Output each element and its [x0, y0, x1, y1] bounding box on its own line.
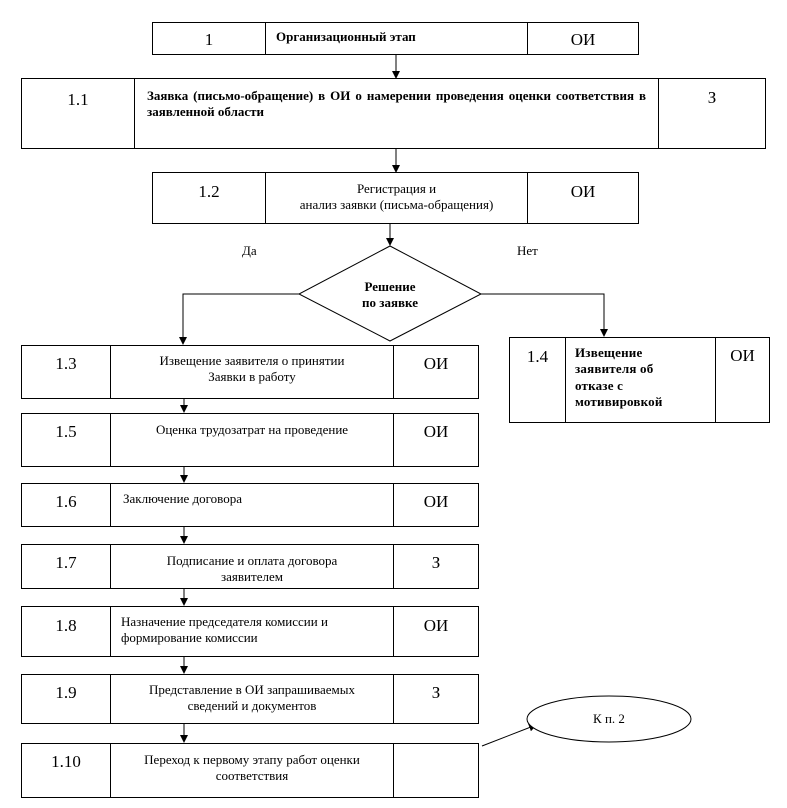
- step-1-1-box: 1.1 Заявка (письмо-обращение) в ОИ о нам…: [21, 78, 766, 149]
- step-1-10-num: 1.10: [51, 752, 81, 771]
- step-1-7-exec: З: [431, 553, 441, 572]
- step-1-9-exec: З: [431, 683, 441, 702]
- step-1-9-text-cell: Представление в ОИ запрашиваемых сведени…: [110, 675, 393, 723]
- step-1-5-exec-cell: ОИ: [393, 414, 478, 466]
- step-1-6-exec: ОИ: [423, 492, 449, 511]
- step-1-10-exec-cell: [393, 744, 478, 797]
- step-1-4-exec: ОИ: [730, 346, 755, 365]
- step-1-2-exec-cell: ОИ: [527, 173, 638, 223]
- step-1-8-num: 1.8: [55, 616, 77, 635]
- step-1-5-text: Оценка трудозатрат на проведение: [155, 422, 349, 437]
- step-1-1-exec-cell: З: [658, 79, 765, 148]
- step-1-7-text: Подписание и оплата договора заявителем: [166, 553, 338, 585]
- step-1-5-num-cell: 1.5: [22, 414, 110, 466]
- step-1-exec-cell: ОИ: [527, 23, 638, 54]
- step-1-10-text-cell: Переход к первому этапу работ оценки соо…: [110, 744, 393, 797]
- step-1-5-num: 1.5: [55, 422, 77, 441]
- step-1-9-exec-cell: З: [393, 675, 478, 723]
- step-1-num-cell: 1: [153, 23, 265, 54]
- step-1-3-text: Извещение заявителя о принятии Заявки в …: [159, 353, 345, 385]
- arrow-1-10-to-connector: [481, 723, 537, 747]
- step-1-6-exec-cell: ОИ: [393, 484, 478, 526]
- step-1-10-num-cell: 1.10: [22, 744, 110, 797]
- step-1-9-box: 1.9 Представление в ОИ запрашиваемых све…: [21, 674, 479, 724]
- step-1-3-exec-cell: ОИ: [393, 346, 478, 398]
- step-1-6-text-cell: Заключение договора: [110, 484, 393, 526]
- step-1-6-num-cell: 1.6: [22, 484, 110, 526]
- decision-text: Решение по заявке: [362, 279, 418, 311]
- step-1-1-num-cell: 1.1: [22, 79, 134, 148]
- step-1-6-num: 1.6: [55, 492, 77, 511]
- step-1-2-text-cell: Регистрация и анализ заявки (письма-обра…: [265, 173, 527, 223]
- decision-yes-label: Да: [242, 243, 257, 258]
- step-1-1-text-cell: Заявка (письмо-обращение) в ОИ о намерен…: [134, 79, 658, 148]
- step-1-4-num-cell: 1.4: [510, 338, 565, 422]
- step-1-box: 1 Организационный этап ОИ: [152, 22, 639, 55]
- step-1-7-num-cell: 1.7: [22, 545, 110, 588]
- step-1-5-box: 1.5 Оценка трудозатрат на проведение ОИ: [21, 413, 479, 467]
- step-1-9-num-cell: 1.9: [22, 675, 110, 723]
- arrow-decision-yes: [179, 293, 299, 345]
- step-1-9-num: 1.9: [55, 683, 77, 702]
- step-1-5-text-cell: Оценка трудозатрат на проведение: [110, 414, 393, 466]
- step-1-2-num: 1.2: [198, 182, 220, 201]
- step-1-4-exec-cell: ОИ: [715, 338, 769, 422]
- decision-no-label: Нет: [517, 243, 538, 258]
- connector-text: К п. 2: [593, 711, 625, 726]
- step-1-3-exec: ОИ: [423, 354, 449, 373]
- step-1-5-exec: ОИ: [423, 422, 449, 441]
- step-1-8-box: 1.8 Назначение председателя комиссии и ф…: [21, 606, 479, 657]
- step-1-3-num-cell: 1.3: [22, 346, 110, 398]
- step-1-9-text: Представление в ОИ запрашиваемых сведени…: [149, 682, 355, 714]
- step-1-6-text: Заключение договора: [123, 491, 242, 506]
- step-1-4-box: 1.4 Извещение заявителя об отказе с моти…: [509, 337, 770, 423]
- step-1-3-box: 1.3 Извещение заявителя о принятии Заявк…: [21, 345, 479, 399]
- step-1-exec: ОИ: [570, 30, 596, 49]
- step-1-8-exec: ОИ: [423, 616, 449, 635]
- step-1-7-exec-cell: З: [393, 545, 478, 588]
- step-1-1-exec: З: [707, 88, 717, 107]
- arrow-decision-no: [481, 293, 608, 337]
- step-1-2-text: Регистрация и анализ заявки (письма-обра…: [299, 181, 494, 213]
- step-1-1-text: Заявка (письмо-обращение) в ОИ о намерен…: [147, 88, 646, 120]
- step-1-7-num: 1.7: [55, 553, 77, 572]
- step-1-num: 1: [204, 30, 214, 49]
- connector-ellipse: [526, 695, 692, 743]
- step-1-6-box: 1.6 Заключение договора ОИ: [21, 483, 479, 527]
- step-1-7-text-cell: Подписание и оплата договора заявителем: [110, 545, 393, 588]
- step-1-4-num: 1.4: [526, 347, 549, 366]
- step-1-1-num: 1.1: [67, 90, 89, 109]
- step-1-8-text: Назначение председателя комиссии и форми…: [121, 614, 328, 646]
- step-1-2-num-cell: 1.2: [153, 173, 265, 223]
- step-1-4-text: Извещение заявителя об отказе с мотивиро…: [575, 345, 663, 409]
- decision-diamond: [297, 245, 483, 342]
- step-1-10-box: 1.10 Переход к первому этапу работ оценк…: [21, 743, 479, 798]
- step-1-8-num-cell: 1.8: [22, 607, 110, 656]
- step-1-text-cell: Организационный этап: [265, 23, 527, 54]
- step-1-3-num: 1.3: [55, 354, 77, 373]
- step-1-7-box: 1.7 Подписание и оплата договора заявите…: [21, 544, 479, 589]
- step-1-2-box: 1.2 Регистрация и анализ заявки (письма-…: [152, 172, 639, 224]
- step-1-10-text: Переход к первому этапу работ оценки соо…: [144, 752, 360, 784]
- step-1-8-text-cell: Назначение председателя комиссии и форми…: [110, 607, 393, 656]
- step-1-2-exec: ОИ: [570, 182, 596, 201]
- step-1-8-exec-cell: ОИ: [393, 607, 478, 656]
- step-1-3-text-cell: Извещение заявителя о принятии Заявки в …: [110, 346, 393, 398]
- step-1-4-text-cell: Извещение заявителя об отказе с мотивиро…: [565, 338, 715, 422]
- step-1-text: Организационный этап: [276, 29, 416, 44]
